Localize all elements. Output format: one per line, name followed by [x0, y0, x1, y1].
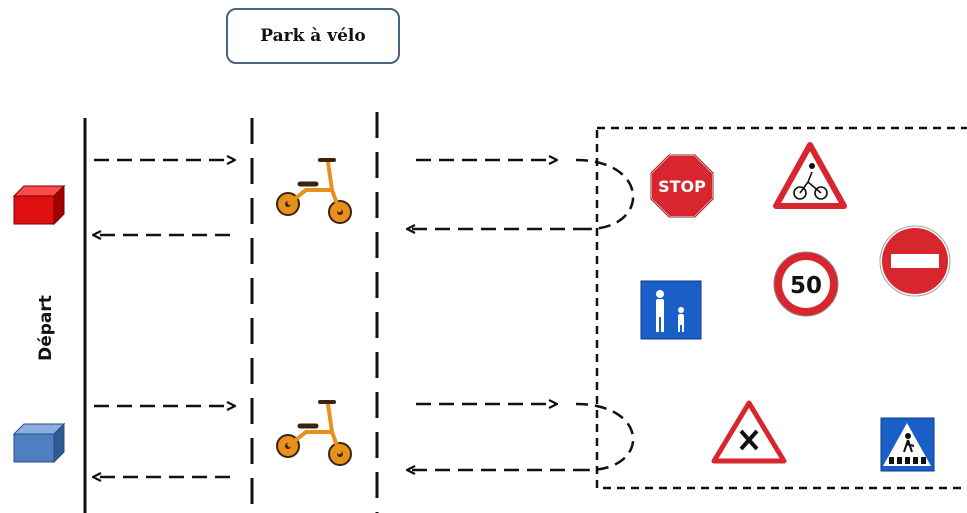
pedestrian-crossing-sign-icon: [880, 417, 935, 472]
title-text: Park à vélo: [260, 26, 366, 46]
blue-block-icon: [12, 422, 66, 464]
speed-limit-text: 50: [790, 273, 822, 299]
red-block-icon: [12, 184, 66, 226]
speed-limit-sign-icon: 50: [773, 251, 839, 317]
balance-bike-icon: [276, 158, 352, 224]
loop-top: [575, 158, 635, 231]
pedestrian-zone-sign-icon: [640, 280, 702, 340]
no-entry-sign-icon: [879, 225, 951, 297]
stop-sign-icon: STOP: [650, 154, 714, 218]
park-a-velo-title: Park à vélo: [226, 8, 400, 64]
cyclist-warning-sign-icon: [773, 142, 847, 209]
balance-bike-icon: [276, 400, 352, 466]
crossroads-warning-sign-icon: [711, 400, 787, 464]
loop-bottom: [575, 402, 635, 472]
stop-sign-text: STOP: [658, 177, 706, 196]
sign-area-border: [595, 126, 967, 490]
